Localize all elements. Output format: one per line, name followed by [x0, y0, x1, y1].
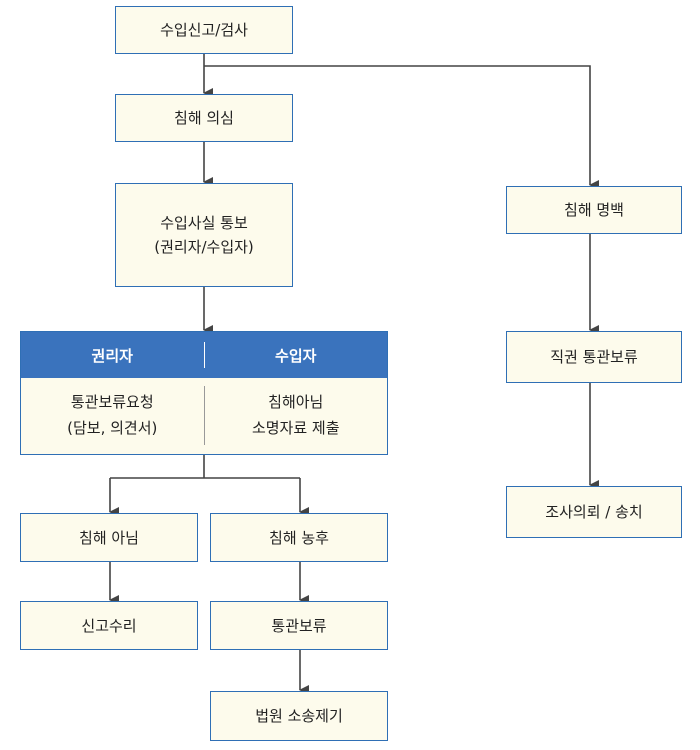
node-not-infringement: 침해 아님	[20, 513, 198, 562]
party-body-row: 통관보류요청 (담보, 의견서) 침해아님 소명자료 제출	[21, 378, 387, 453]
node-import-declaration: 수입신고/검사	[115, 6, 293, 54]
party-header-row: 권리자 수입자	[21, 332, 387, 378]
arrow-import-to-clear	[204, 65, 599, 190]
node-import-notice: 수입사실 통보 (권리자/수입자)	[115, 183, 293, 287]
node-lawsuit: 법원 소송제기	[210, 691, 388, 741]
node-customs-hold: 통관보류	[210, 601, 388, 650]
header-rights-holder: 권리자	[91, 346, 133, 365]
party-response-table: 권리자 수입자 통관보류요청 (담보, 의견서) 침해아님 소명자료 제출	[20, 331, 388, 455]
header-importer: 수입자	[275, 346, 317, 365]
node-suspected-infringement: 침해 의심	[115, 94, 293, 142]
node-ex-officio-hold: 직권 통관보류	[506, 331, 682, 383]
node-infringement-likely: 침해 농후	[210, 513, 388, 562]
importer-action: 침해아님 소명자료 제출	[251, 393, 340, 437]
rights-holder-action: 통관보류요청 (담보, 의견서)	[67, 393, 158, 437]
node-investigation: 조사의뢰 / 송치	[506, 486, 682, 538]
node-report-accepted: 신고수리	[20, 601, 198, 650]
node-clear-infringement: 침해 명백	[506, 186, 682, 234]
